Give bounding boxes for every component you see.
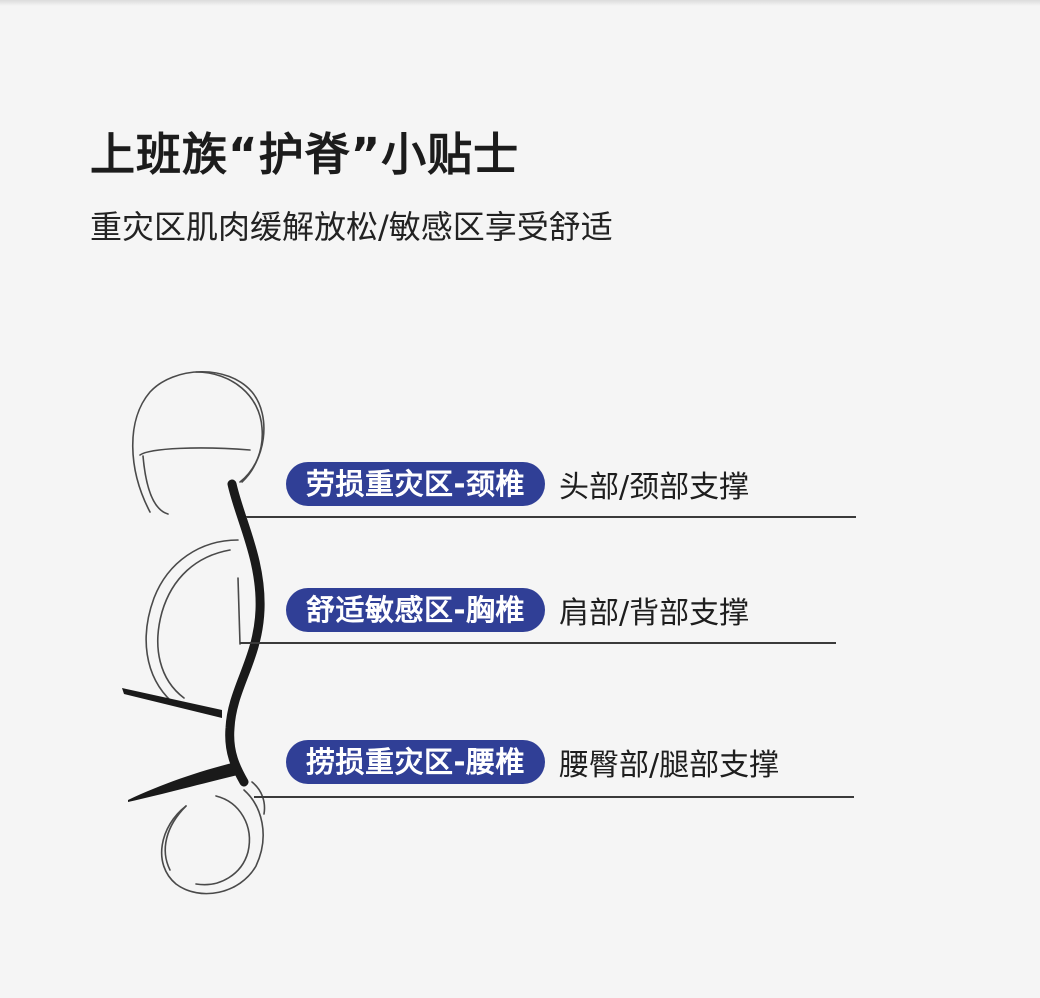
page-title: 上班族“护脊”小贴士 xyxy=(90,128,520,181)
top-divider xyxy=(0,0,1040,6)
zone-tag: 捞损重灾区-腰椎 xyxy=(286,740,546,784)
zone-lumbar: 捞损重灾区-腰椎 腰臀部/腿部支撑 xyxy=(286,740,779,784)
torso-back-line xyxy=(237,577,241,645)
zone-cervical: 劳损重灾区-颈椎 头部/颈部支撑 xyxy=(286,462,749,506)
zone-thoracic: 舒适敏感区-胸椎 肩部/背部支撑 xyxy=(286,588,749,632)
seat-wedge xyxy=(128,762,242,802)
hip-outline xyxy=(160,789,264,895)
spine-line xyxy=(225,479,265,787)
thigh-outline xyxy=(164,805,187,871)
head-outline-inner xyxy=(139,447,251,456)
zone-support: 肩部/背部支撑 xyxy=(559,596,750,631)
lumbar-band xyxy=(122,688,222,718)
shoulder-outline xyxy=(145,539,239,703)
head-outline-jaw xyxy=(142,455,169,515)
zone-tag: 劳损重灾区-颈椎 xyxy=(286,462,546,506)
zone-tag: 舒适敏感区-胸椎 xyxy=(286,588,546,632)
shoulder-outline-inner xyxy=(156,549,231,699)
head-outline-back xyxy=(195,371,264,483)
zone-support: 腰臀部/腿部支撑 xyxy=(559,748,780,783)
head-outline xyxy=(131,370,265,513)
zone-divider xyxy=(254,796,854,798)
zone-divider xyxy=(246,516,856,518)
zone-divider xyxy=(240,642,836,644)
page-subtitle: 重灾区肌肉缓解放松/敏感区享受舒适 xyxy=(90,208,613,246)
zone-support: 头部/颈部支撑 xyxy=(559,470,750,505)
hip-outline-inner xyxy=(195,795,251,886)
